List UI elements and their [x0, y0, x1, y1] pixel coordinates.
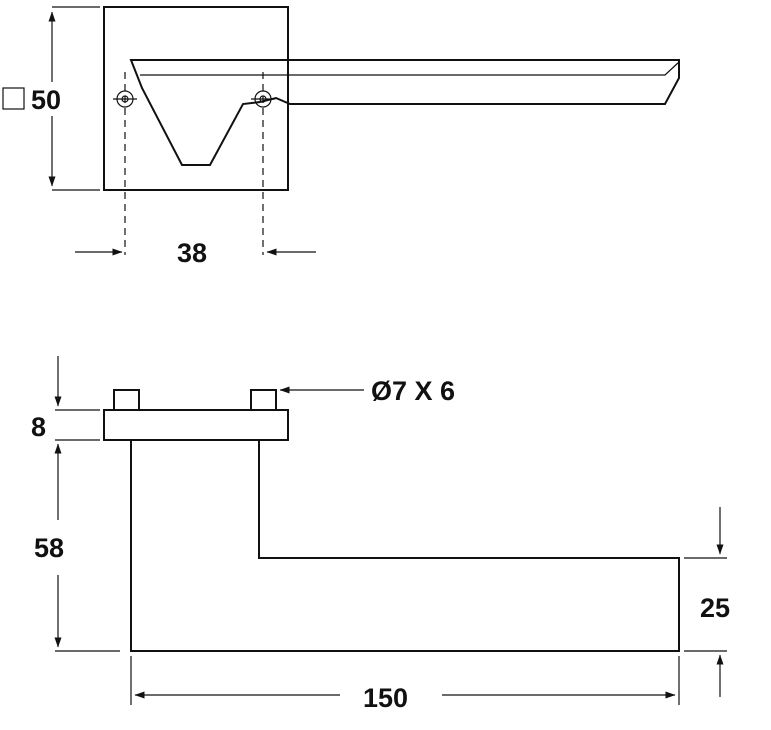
dim-lever-height-label: 58: [34, 533, 64, 563]
dim-rose-square: 50: [2, 6, 100, 191]
pin-left: [113, 389, 140, 411]
dim-lever-length-label: 150: [363, 683, 408, 713]
dim-rose-thickness-label: 8: [31, 412, 46, 442]
dim-rose-thickness: 8: [31, 356, 100, 442]
pin-right: [250, 389, 277, 411]
dim-lever-width-label: 25: [700, 593, 730, 623]
dim-pin-spec: Ø7 X 6: [279, 376, 455, 406]
dim-screw-spacing: 38: [75, 238, 316, 268]
dim-lever-length: 150: [130, 656, 680, 713]
lever-arm-front: [129, 59, 680, 166]
rose-plate-side: [103, 409, 289, 441]
square-symbol-icon: [2, 87, 25, 110]
dim-pin-spec-label: Ø7 X 6: [371, 376, 455, 406]
lever-chamfer-line: [140, 61, 680, 76]
lever-body-side: [130, 440, 680, 652]
dim-lever-height: 58: [34, 443, 120, 652]
rose-plate-front: [103, 6, 289, 191]
dim-lever-width: 25: [684, 507, 730, 697]
dim-rose-square-label: 50: [31, 85, 61, 115]
dim-screw-spacing-label: 38: [177, 238, 207, 268]
side-view: [103, 389, 680, 652]
front-view: [103, 6, 680, 255]
